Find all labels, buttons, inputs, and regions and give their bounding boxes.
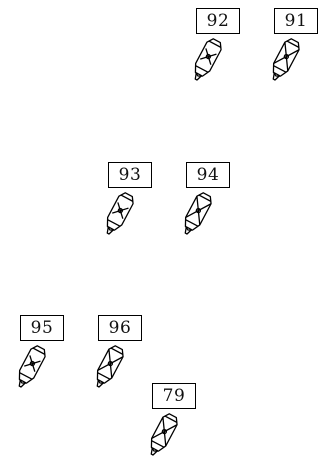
stand-label: 95 [20,315,64,341]
stand-b-icon [86,339,130,397]
stand-b-icon [174,186,218,244]
stand-label: 91 [274,8,318,34]
stand-label: 96 [98,315,142,341]
stand-label: 79 [152,383,196,409]
stand-92[interactable]: 92 [196,8,242,76]
stand-a-icon [184,32,228,90]
stand-a-icon [8,339,52,397]
stand-b-icon [140,407,184,465]
stand-96[interactable]: 96 [98,315,144,383]
stand-91[interactable]: 91 [274,8,320,76]
stand-a-icon [96,186,140,244]
stand-93[interactable]: 93 [108,162,154,230]
stand-95[interactable]: 95 [20,315,66,383]
stand-b-icon [262,32,306,90]
stand-label: 92 [196,8,240,34]
stand-94[interactable]: 94 [186,162,232,230]
stand-label: 93 [108,162,152,188]
stand-label: 94 [186,162,230,188]
stand-79[interactable]: 79 [152,383,198,451]
